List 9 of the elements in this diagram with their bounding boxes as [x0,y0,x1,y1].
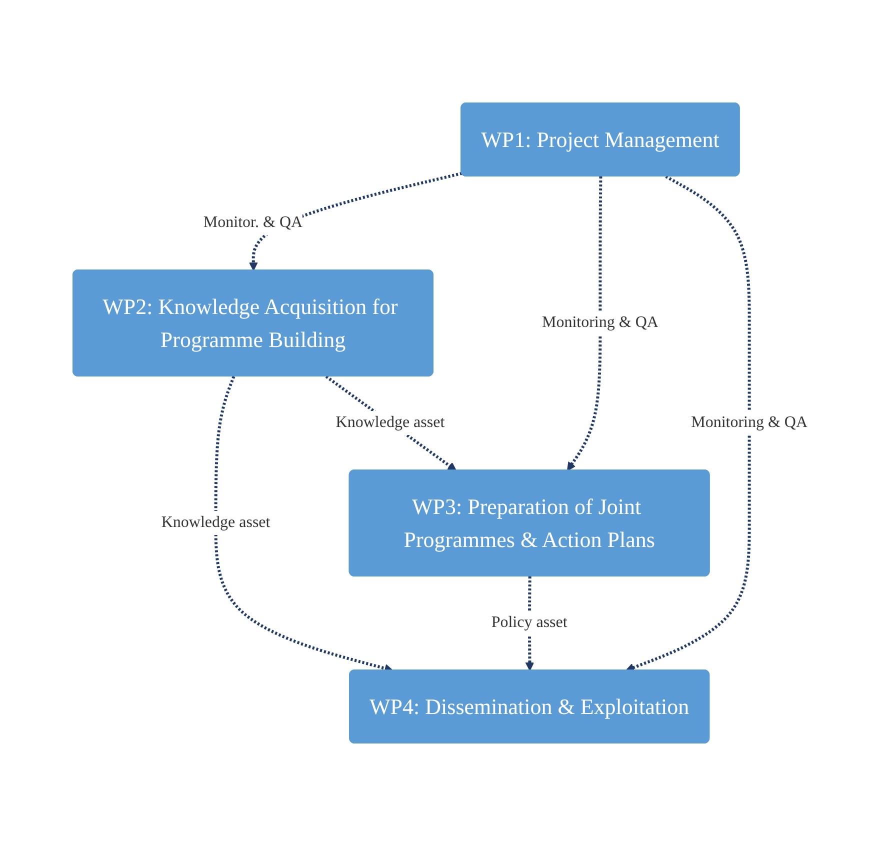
arrow [325,375,456,471]
arrow [566,176,602,471]
arrow [625,175,751,672]
edge-label: Monitor. & QA [203,214,302,231]
edge-label: Knowledge asset [161,514,270,531]
edge-label: Policy asset [491,614,568,631]
edge-label: Knowledge asset [336,414,444,431]
edge-label: Monitoring & QA [542,314,658,331]
edge-label: Monitoring & QA [690,414,808,431]
